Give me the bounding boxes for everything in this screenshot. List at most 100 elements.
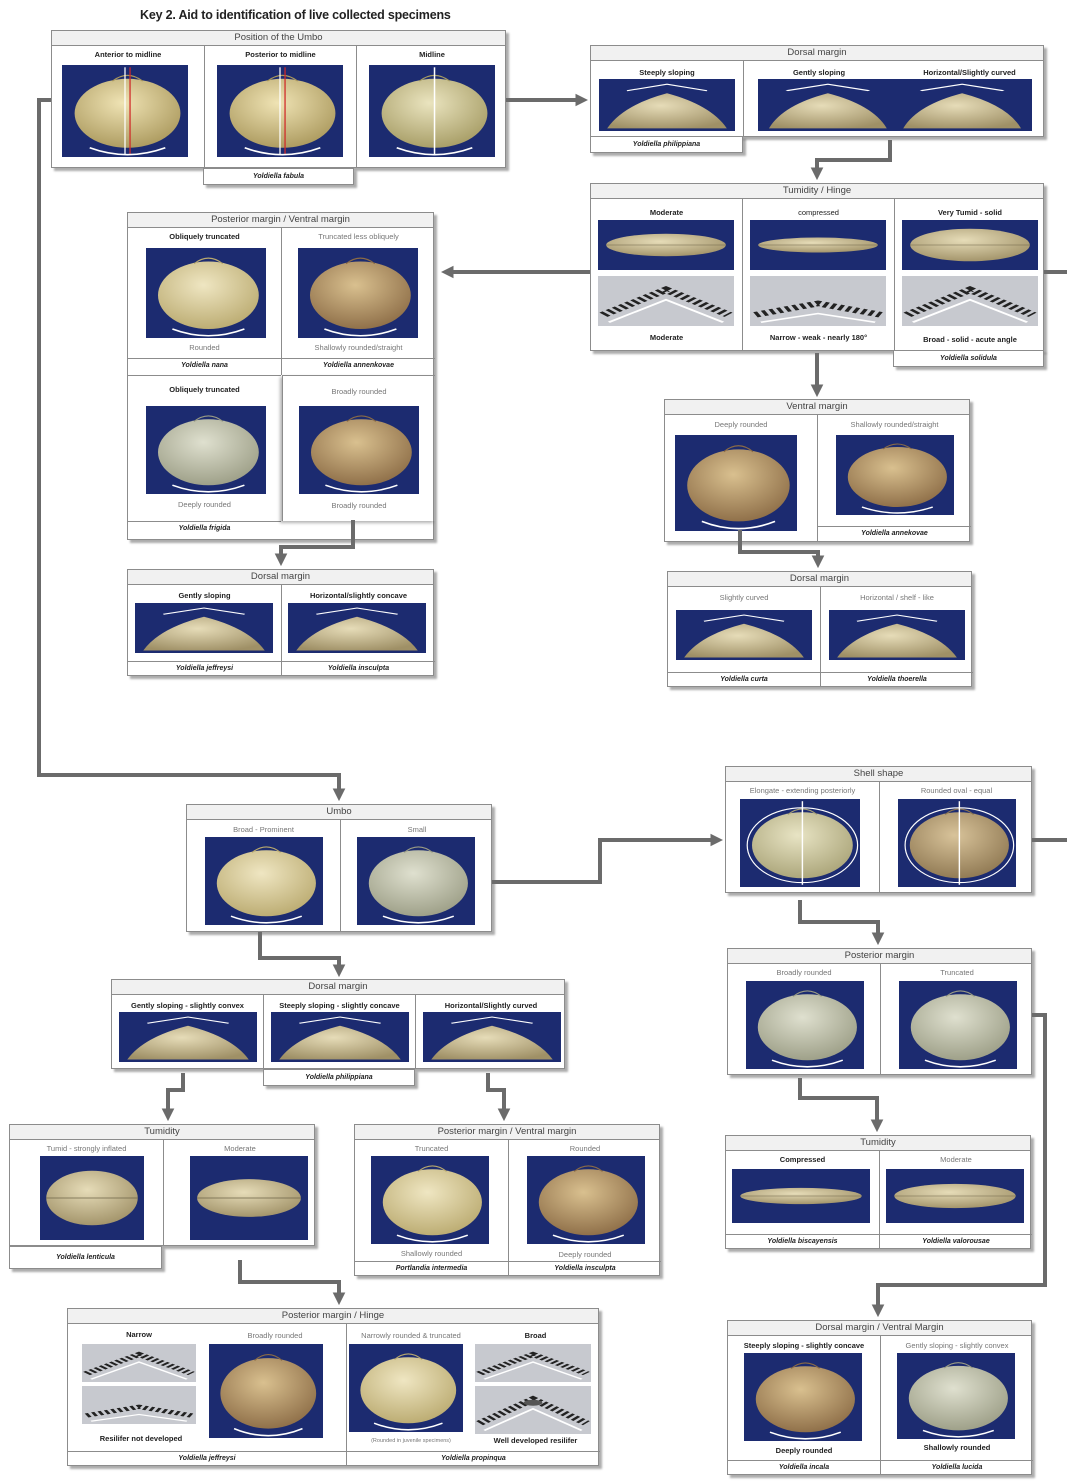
shell-photo	[740, 799, 860, 887]
shell-illustration	[360, 1353, 457, 1431]
box-posterior-hinge: Posterior margin / Hinge Narrow Broadly …	[67, 1308, 600, 1466]
shell-photo	[271, 1012, 409, 1062]
species-label: Yoldiella lucida	[881, 1460, 1033, 1474]
box-umbo-position: Position of the Umbo Anterior to midline…	[51, 30, 506, 168]
cell-label: Broadly rounded	[776, 968, 832, 977]
cell-shallowly: Shallowly rounded/straight Yoldiella ann…	[817, 414, 971, 541]
box-tumidity: Tumidity Tumid - strongly inflated Moder…	[9, 1124, 315, 1246]
cell-label: Moderate	[649, 208, 684, 217]
cell-label: Well developed resilifer	[493, 1436, 578, 1445]
shell-illustration	[598, 276, 734, 326]
shell-illustration	[606, 233, 726, 257]
shell-illustration	[910, 990, 1010, 1068]
cell-label: (Rounded in juvenile specimens)	[371, 1438, 451, 1444]
box-header: Posterior margin / Ventral margin	[355, 1125, 659, 1140]
shell-photo	[209, 1344, 323, 1438]
cell-steep: Steeply sloping - slightly concave Deepl…	[728, 1335, 880, 1474]
cell-label: Midline	[419, 50, 445, 59]
cell-moderate: Moderate	[163, 1139, 316, 1245]
cell-label: Rounded	[569, 1144, 601, 1153]
box-posterior-ventral: Posterior margin / Ventral margin Trunca…	[354, 1124, 661, 1276]
cell-tumid: Tumid - strongly inflated	[10, 1139, 163, 1245]
shell-photo	[886, 1169, 1024, 1223]
cell-label: Steeply sloping - slightly concave	[743, 1341, 865, 1350]
shell-illustration	[82, 1344, 196, 1382]
species-label: Yoldiella nana	[128, 358, 281, 372]
box-header: Posterior margin / Hinge	[68, 1309, 598, 1324]
cell-label: Very Tumid - solid	[937, 208, 1003, 217]
shell-photo	[598, 220, 734, 270]
cell-rounded: Rounded Deeply rounded Yoldiella insculp…	[508, 1139, 661, 1275]
cell-label: Posterior to midline	[245, 50, 316, 59]
cell-label: Deeply rounded	[714, 420, 768, 429]
shell-photo	[675, 435, 797, 531]
shell-illustration	[279, 1016, 401, 1060]
page-title: Key 2. Aid to identification of live col…	[140, 8, 451, 22]
shell-illustration	[538, 1165, 638, 1243]
shell-illustration	[220, 1353, 317, 1437]
box-tumidity-hinge: Tumidity / Hinge Moderate Moderate compr…	[590, 183, 1044, 351]
box-posterior-ventral: Posterior margin / Ventral margin Obliqu…	[127, 212, 435, 540]
cell-moderate: Moderate Yoldiella valorousae	[879, 1150, 1032, 1248]
box-header: Posterior margin / Ventral margin	[128, 213, 433, 228]
cell-label: compressed	[798, 208, 839, 217]
cell-label: Gently sloping - slightly convex	[905, 1341, 1009, 1350]
cell-label: Moderate	[940, 1155, 972, 1164]
shell-photo	[369, 65, 495, 157]
cell-label: Gently sloping	[792, 68, 846, 77]
shell-illustration	[82, 1386, 196, 1424]
shell-photo	[897, 1353, 1015, 1439]
shell-illustration	[158, 415, 259, 493]
flow-arrow	[798, 1078, 884, 1133]
cell-very-tumid: Very Tumid - solid Broad - solid - acute…	[894, 198, 1045, 350]
shell-photo	[298, 248, 418, 338]
cell-label: Gently sloping	[178, 591, 231, 600]
box-tumidity: Tumidity Compressed Yoldiella biscayensi…	[725, 1135, 1032, 1249]
cell-label: Moderate	[649, 333, 684, 342]
shell-photo	[146, 406, 266, 494]
cell-label: Gently sloping - slightly convex	[131, 1001, 244, 1010]
cell-rounded: Rounded oval - equal	[879, 781, 1033, 892]
shell-illustration	[902, 276, 1038, 326]
cell-broad: Broadly rounded Broadly rounded	[282, 375, 435, 521]
cell-shelf: Horizontal / shelf - like Yoldiella thoe…	[820, 586, 973, 686]
shell-illustration	[746, 801, 859, 885]
hinge-photo	[598, 276, 734, 326]
shell-photo	[190, 1156, 308, 1240]
box-header: Posterior margin	[728, 949, 1031, 964]
cell-label: Horizontal/slightly concave	[309, 591, 408, 600]
shell-photo	[357, 837, 475, 925]
cell-broadly: Broadly rounded	[728, 963, 880, 1074]
shell-illustration	[908, 1362, 1008, 1438]
shell-illustration	[431, 1016, 553, 1060]
shell-illustration	[847, 443, 947, 514]
cell-steep: Steeply sloping	[591, 60, 743, 136]
species-label: Portlandia intermedia	[355, 1261, 508, 1275]
flow-arrow	[258, 932, 346, 978]
cell-deeply: Deeply rounded	[665, 414, 817, 541]
shell-photo	[732, 1169, 870, 1223]
box-header: Dorsal margin / Ventral Margin	[728, 1321, 1031, 1336]
species-label: Yoldiella insculpta	[509, 1261, 661, 1275]
cell-truncated: Truncated less obliquely Shallowly round…	[281, 227, 435, 375]
cell-narrowly-group: Narrowly rounded & truncated Broad (Roun…	[346, 1323, 600, 1465]
cell-gentle: Gently sloping Yoldiella jeffreysi	[128, 584, 281, 675]
shell-illustration	[229, 67, 336, 156]
shell-illustration	[296, 607, 418, 651]
hinge-photo	[475, 1344, 591, 1382]
shell-illustration	[904, 801, 1015, 885]
cell-label: Broadly rounded	[331, 501, 387, 510]
cell-label: Moderate	[224, 1144, 256, 1153]
species-label: Yoldiella lenticula	[9, 1246, 162, 1269]
shell-photo	[836, 435, 954, 515]
cell-label: Obliquely truncated	[169, 385, 240, 394]
cell-posterior: Posterior to midline	[204, 45, 356, 167]
box-ventral-margin: Ventral margin Deeply rounded Shallowly …	[664, 399, 971, 542]
cell-truncated: Truncated	[880, 963, 1033, 1074]
species-label: Yoldiella solidula	[893, 350, 1044, 367]
cell-label: Broad - Prominent	[233, 825, 294, 834]
cell-label: Truncated	[940, 968, 974, 977]
shell-illustration	[475, 1344, 591, 1382]
cell-label: Elongate - extending posteriorly	[749, 786, 856, 795]
cell-curved: Slightly curved Yoldiella curta	[668, 586, 820, 686]
